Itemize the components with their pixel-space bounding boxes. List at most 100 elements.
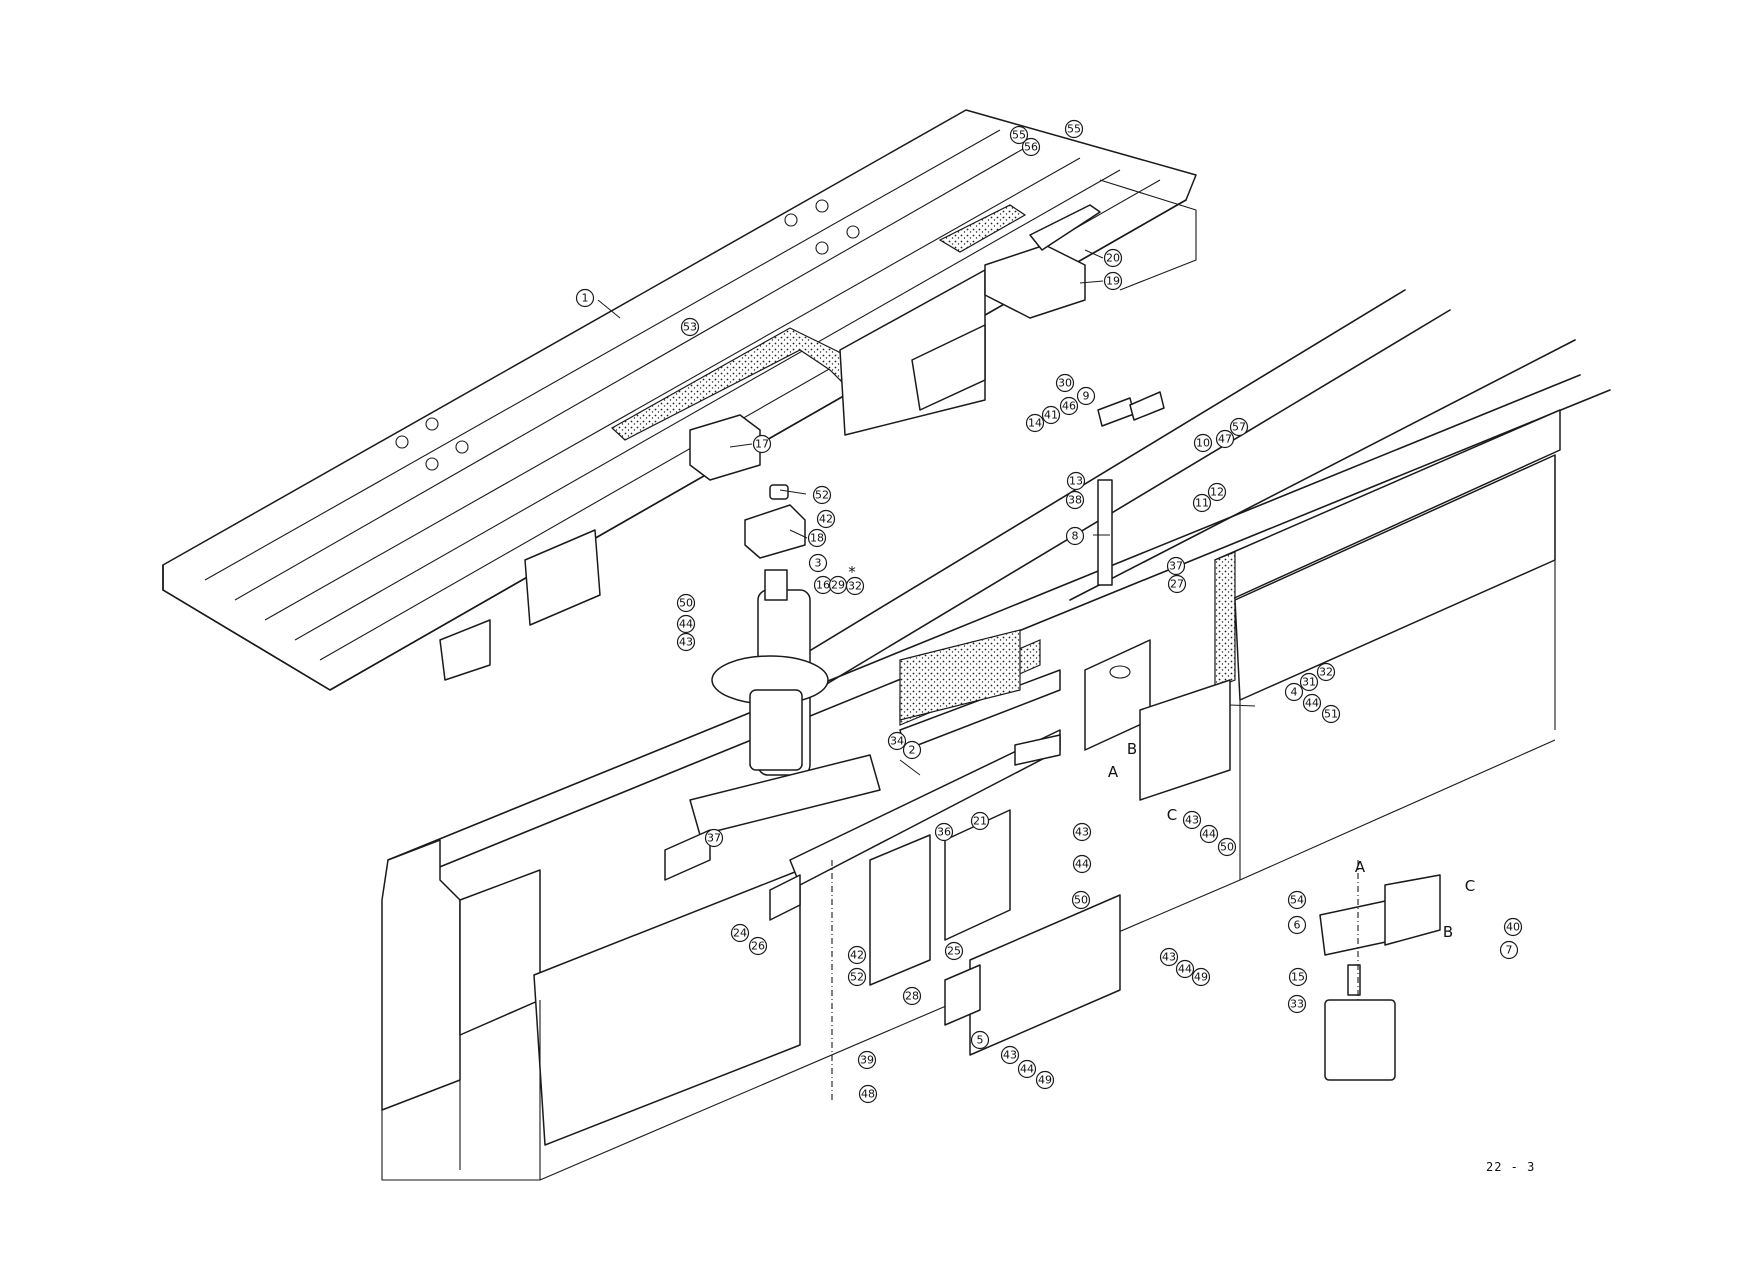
callout-34[interactable]: 34 <box>889 733 906 750</box>
callout-43[interactable]: 43 <box>678 634 695 651</box>
callout-33[interactable]: 33 <box>1289 996 1306 1013</box>
svg-text:49: 49 <box>1038 1074 1052 1087</box>
callout-43-c[interactable]: 43 <box>1161 949 1178 966</box>
callout-44-d[interactable]: 44 <box>1177 961 1194 978</box>
svg-text:32: 32 <box>1319 666 1333 679</box>
svg-text:42: 42 <box>850 949 864 962</box>
svg-text:52: 52 <box>815 489 829 502</box>
callout-2[interactable]: 2 <box>904 742 921 759</box>
callout-57[interactable]: 57 <box>1231 419 1248 436</box>
svg-text:50: 50 <box>1074 894 1088 907</box>
callout-19[interactable]: 19 <box>1105 273 1122 290</box>
callout-44-e[interactable]: 44 <box>1019 1061 1036 1078</box>
svg-text:50: 50 <box>1220 841 1234 854</box>
callout-10[interactable]: 10 <box>1195 435 1212 452</box>
svg-text:24: 24 <box>733 927 747 940</box>
svg-text:49: 49 <box>1194 971 1208 984</box>
callout-15[interactable]: 15 <box>1290 969 1307 986</box>
callout-17[interactable]: 17 <box>754 436 771 453</box>
svg-text:43: 43 <box>679 636 693 649</box>
callout-25[interactable]: 25 <box>946 943 963 960</box>
svg-text:14: 14 <box>1028 417 1042 430</box>
callout-52-lower[interactable]: 52 <box>849 969 866 986</box>
callout-53[interactable]: 53 <box>682 319 699 336</box>
svg-text:17: 17 <box>755 438 769 451</box>
callout-50[interactable]: 50 <box>678 595 695 612</box>
svg-text:43: 43 <box>1003 1049 1017 1062</box>
svg-text:37: 37 <box>1169 560 1183 573</box>
callout-5[interactable]: 5 <box>972 1032 989 1049</box>
callout-31[interactable]: 31 <box>1301 674 1318 691</box>
callout-43-b[interactable]: 43 <box>1184 812 1201 829</box>
callout-20[interactable]: 20 <box>1105 250 1122 267</box>
svg-text:32: 32 <box>848 580 862 593</box>
callout-24[interactable]: 24 <box>732 925 749 942</box>
callout-55-right[interactable]: 55 <box>1066 121 1083 138</box>
callout-52[interactable]: 52 <box>814 487 831 504</box>
callout-29[interactable]: 29 <box>830 577 847 594</box>
callout-46[interactable]: 46 <box>1061 398 1078 415</box>
svg-text:44: 44 <box>1305 697 1319 710</box>
svg-text:2: 2 <box>909 744 916 757</box>
svg-text:44: 44 <box>1020 1063 1034 1076</box>
callout-30[interactable]: 30 <box>1057 375 1074 392</box>
callout-48[interactable]: 48 <box>860 1086 877 1103</box>
callout-7[interactable]: 7 <box>1501 942 1518 959</box>
callout-50-a[interactable]: 50 <box>1073 892 1090 909</box>
callout-6[interactable]: 6 <box>1289 917 1306 934</box>
callout-13[interactable]: 13 <box>1068 473 1085 490</box>
callout-4[interactable]: 4 <box>1286 684 1303 701</box>
callout-44-a[interactable]: 44 <box>1074 856 1091 873</box>
callout-38[interactable]: 38 <box>1067 492 1084 509</box>
callout-44-b[interactable]: 44 <box>1304 695 1321 712</box>
svg-text:41: 41 <box>1044 409 1058 422</box>
callout-54[interactable]: 54 <box>1289 892 1306 909</box>
callout-43-d[interactable]: 43 <box>1002 1047 1019 1064</box>
svg-text:21: 21 <box>973 815 987 828</box>
callout-21[interactable]: 21 <box>972 813 989 830</box>
callout-27[interactable]: 27 <box>1169 576 1186 593</box>
callout-43-a[interactable]: 43 <box>1074 824 1091 841</box>
callout-12[interactable]: 12 <box>1209 484 1226 501</box>
callout-8[interactable]: 8 <box>1067 528 1084 545</box>
callout-1[interactable]: 1 <box>577 290 594 307</box>
svg-text:40: 40 <box>1506 921 1520 934</box>
svg-text:43: 43 <box>1162 951 1176 964</box>
callout-44[interactable]: 44 <box>678 616 695 633</box>
callout-11[interactable]: 11 <box>1194 495 1211 512</box>
svg-text:29: 29 <box>831 579 845 592</box>
callout-50-b[interactable]: 50 <box>1219 839 1236 856</box>
svg-text:1: 1 <box>582 292 589 305</box>
svg-text:48: 48 <box>861 1088 875 1101</box>
callout-44-c[interactable]: 44 <box>1201 826 1218 843</box>
callout-47[interactable]: 47 <box>1217 431 1234 448</box>
callout-32[interactable]: 32 <box>1318 664 1335 681</box>
callout-49-b[interactable]: 49 <box>1037 1072 1054 1089</box>
svg-text:30: 30 <box>1058 377 1072 390</box>
svg-text:16: 16 <box>816 579 830 592</box>
callout-39[interactable]: 39 <box>859 1052 876 1069</box>
callout-18[interactable]: 18 <box>809 530 826 547</box>
callout-26[interactable]: 26 <box>750 938 767 955</box>
callout-37-right[interactable]: 37 <box>1168 558 1185 575</box>
callout-40[interactable]: 40 <box>1505 919 1522 936</box>
callout-14[interactable]: 14 <box>1027 415 1044 432</box>
callout-41[interactable]: 41 <box>1043 407 1060 424</box>
callout-42-lower[interactable]: 42 <box>849 947 866 964</box>
svg-text:44: 44 <box>1178 963 1192 976</box>
callout-28[interactable]: 28 <box>904 988 921 1005</box>
callout-37[interactable]: 37 <box>706 830 723 847</box>
svg-text:42: 42 <box>819 513 833 526</box>
svg-text:27: 27 <box>1170 578 1184 591</box>
callout-36[interactable]: 36 <box>936 824 953 841</box>
svg-text:51: 51 <box>1324 708 1338 721</box>
callout-3[interactable]: 3 <box>810 555 827 572</box>
callout-9[interactable]: 9 <box>1078 388 1095 405</box>
callout-42[interactable]: 42 <box>818 511 835 528</box>
callout-56[interactable]: 56 <box>1023 139 1040 156</box>
svg-text:7: 7 <box>1506 944 1513 957</box>
callout-49[interactable]: 49 <box>1193 969 1210 986</box>
callout-51[interactable]: 51 <box>1323 706 1340 723</box>
svg-text:37: 37 <box>707 832 721 845</box>
